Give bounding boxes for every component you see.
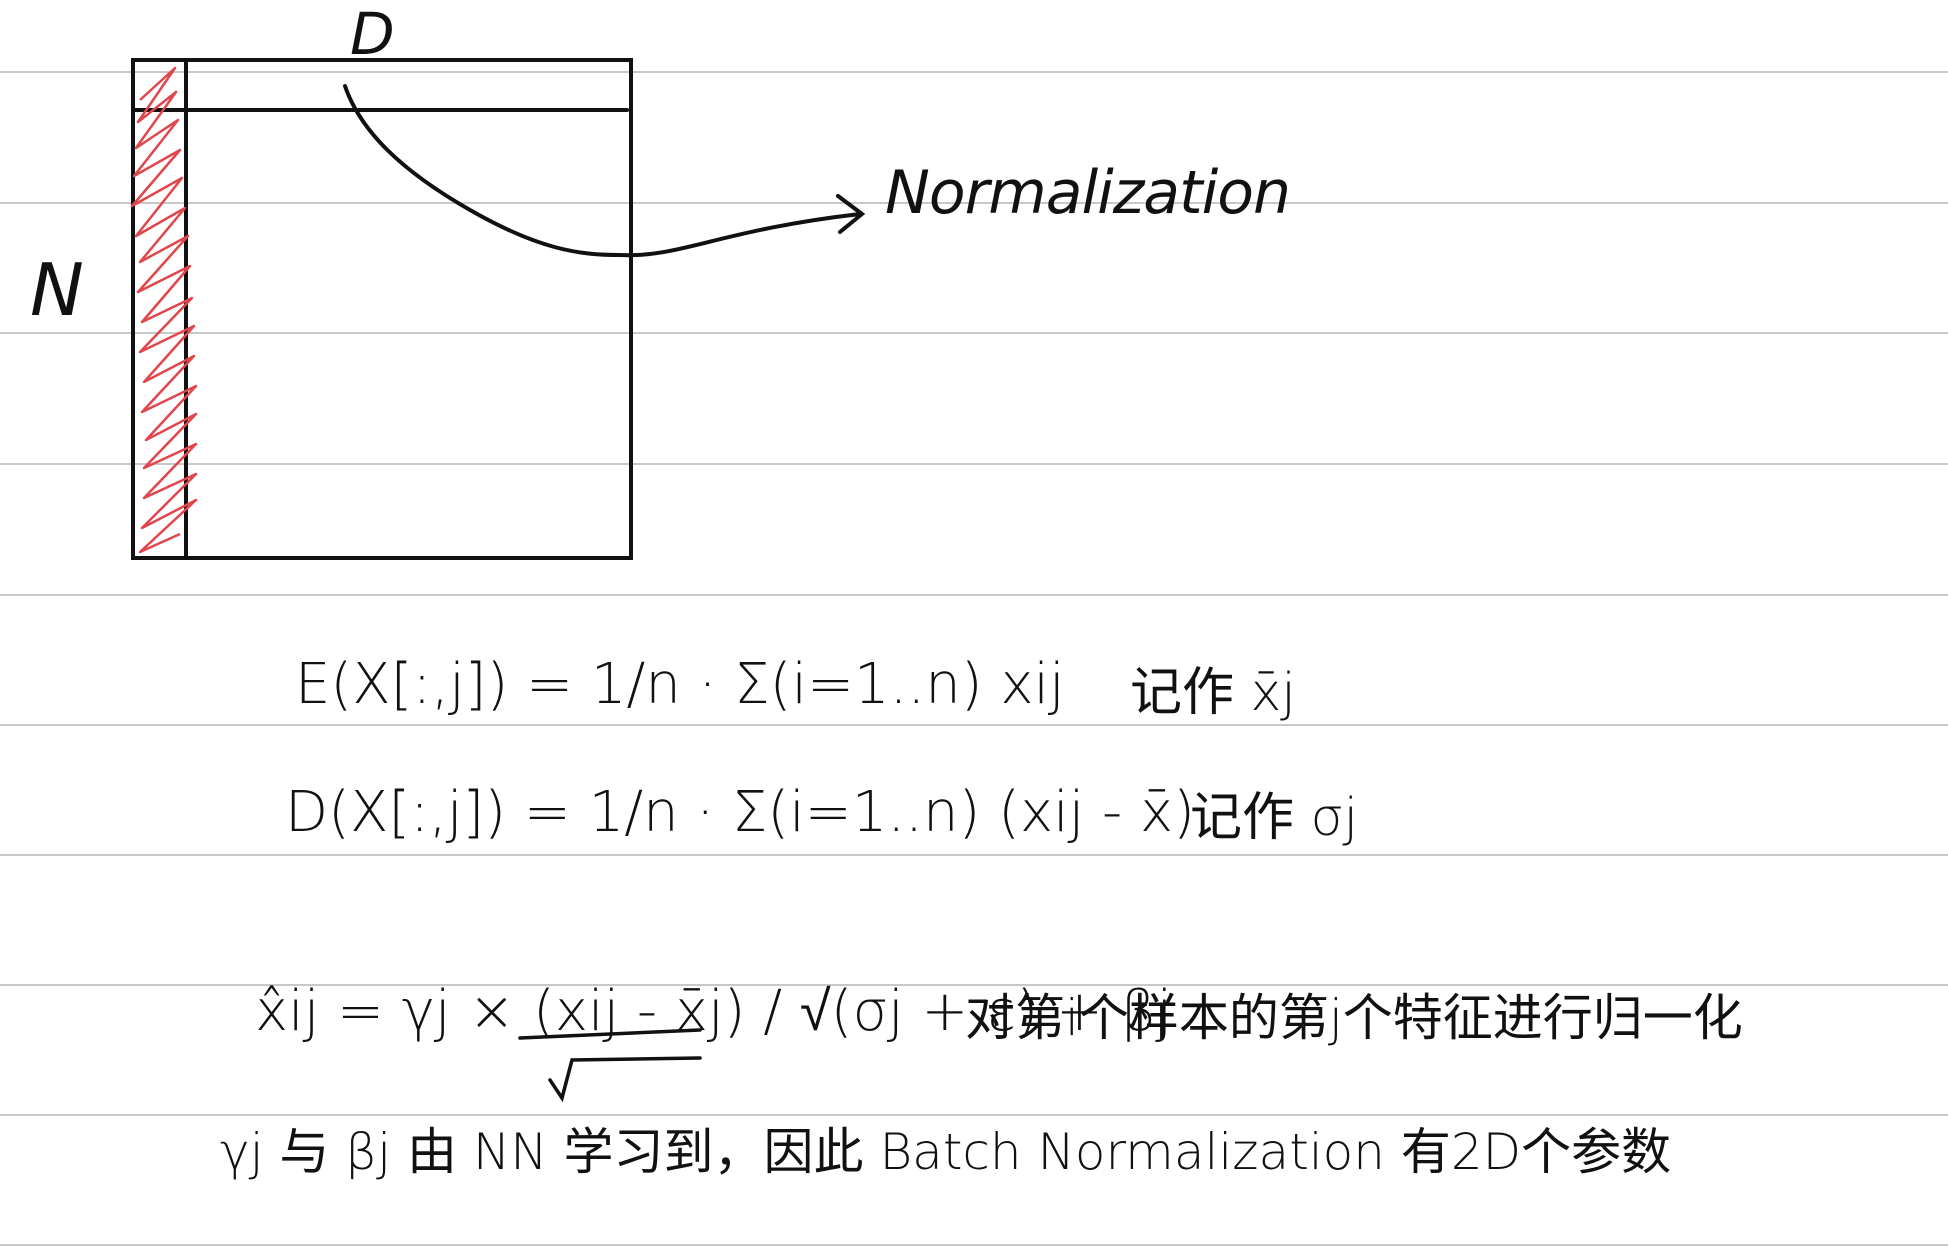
variance-note: 记作 σj bbox=[1190, 788, 1358, 848]
mean-note: 记作 x̄j bbox=[1130, 663, 1296, 723]
red-column-scribble bbox=[130, 66, 198, 554]
learned-params-note: γj 与 βj 由 NN 学习到，因此 Batch Normalization … bbox=[220, 1123, 1672, 1181]
normalized-x-formula: x̂ij = γj × (xij - x̄j) / √(σj + ε) + βj bbox=[255, 979, 1173, 1044]
matrix-box bbox=[131, 58, 633, 560]
normalization-label: Normalization bbox=[885, 158, 1291, 228]
dimension-d-label: D bbox=[350, 0, 395, 68]
normalization-arrow bbox=[343, 84, 862, 258]
arrow-head bbox=[836, 194, 866, 234]
sample-n-label: N bbox=[30, 248, 84, 332]
ruled-lines bbox=[0, 71, 1948, 1246]
mean-formula: E(X[:,j]) = 1/n · Σ(i=1..n) xij bbox=[295, 652, 1065, 717]
normalization-note: 对第i个样本的第j个特征进行归一化 bbox=[965, 989, 1743, 1047]
formula-strokes bbox=[518, 1028, 702, 1103]
variance-formula: D(X[:,j]) = 1/n · Σ(i=1..n) (xij - x̄) bbox=[285, 780, 1195, 845]
